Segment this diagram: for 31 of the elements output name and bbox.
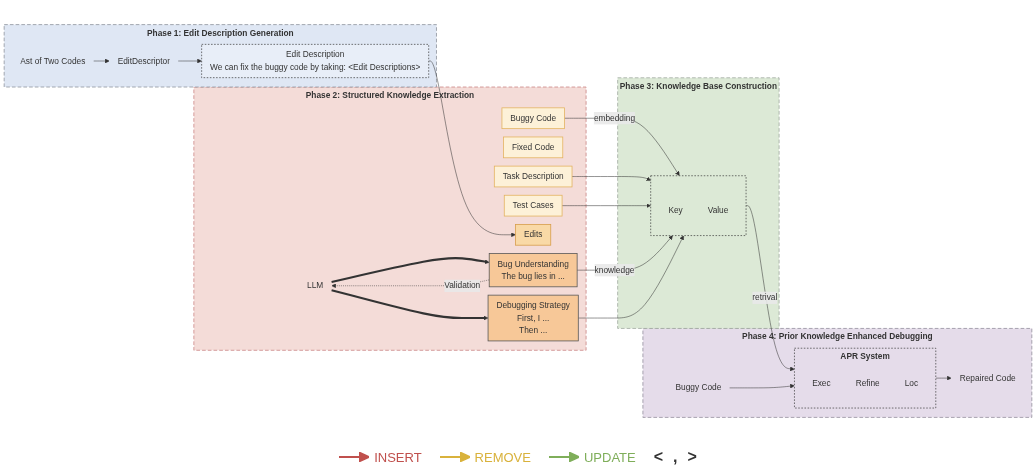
- legend-label: REMOVE: [474, 449, 531, 465]
- node-text: LLM: [307, 281, 324, 290]
- arrow: [331, 257, 490, 283]
- node-box: Test Cases: [503, 194, 563, 217]
- node-text: Refine: [855, 378, 880, 388]
- node-text: Ast of Two Codes: [20, 56, 86, 66]
- node-box: Fixed Code: [503, 136, 564, 159]
- symbol-text: >: [687, 448, 697, 466]
- legend-label: INSERT: [374, 449, 422, 465]
- node-text: Repaired Code: [959, 373, 1016, 383]
- node-text: Key: [668, 206, 683, 216]
- symbol-text: <: [653, 448, 664, 466]
- node-box: Task Description: [493, 165, 573, 188]
- node-box: Bug Understanding The bug lies in ...: [488, 253, 578, 288]
- edge-label: retrival: [752, 293, 778, 302]
- cluster: [650, 175, 747, 236]
- edge-label: embedding: [593, 113, 636, 123]
- node-text: Value: [707, 206, 729, 216]
- symbol-text: ,: [673, 448, 678, 466]
- node-box: Edits: [515, 224, 552, 246]
- node-box: Buggy Code: [501, 107, 565, 130]
- node-box: Debugging Strategy First, I ... Then ...: [487, 294, 579, 342]
- arrow: [331, 289, 489, 321]
- edge-label: knowledge: [594, 265, 635, 275]
- node-text: Loc: [904, 378, 919, 388]
- node-text: Buggy Code: [675, 383, 722, 393]
- legend-label: UPDATE: [583, 449, 636, 465]
- edge-label: Validation: [444, 281, 481, 290]
- node-text: Exec: [812, 378, 831, 388]
- node-box: Edit Description We can fix the buggy code by taking: <Edit Descriptions>: [201, 44, 430, 78]
- node-text: EditDescriptor: [117, 56, 170, 66]
